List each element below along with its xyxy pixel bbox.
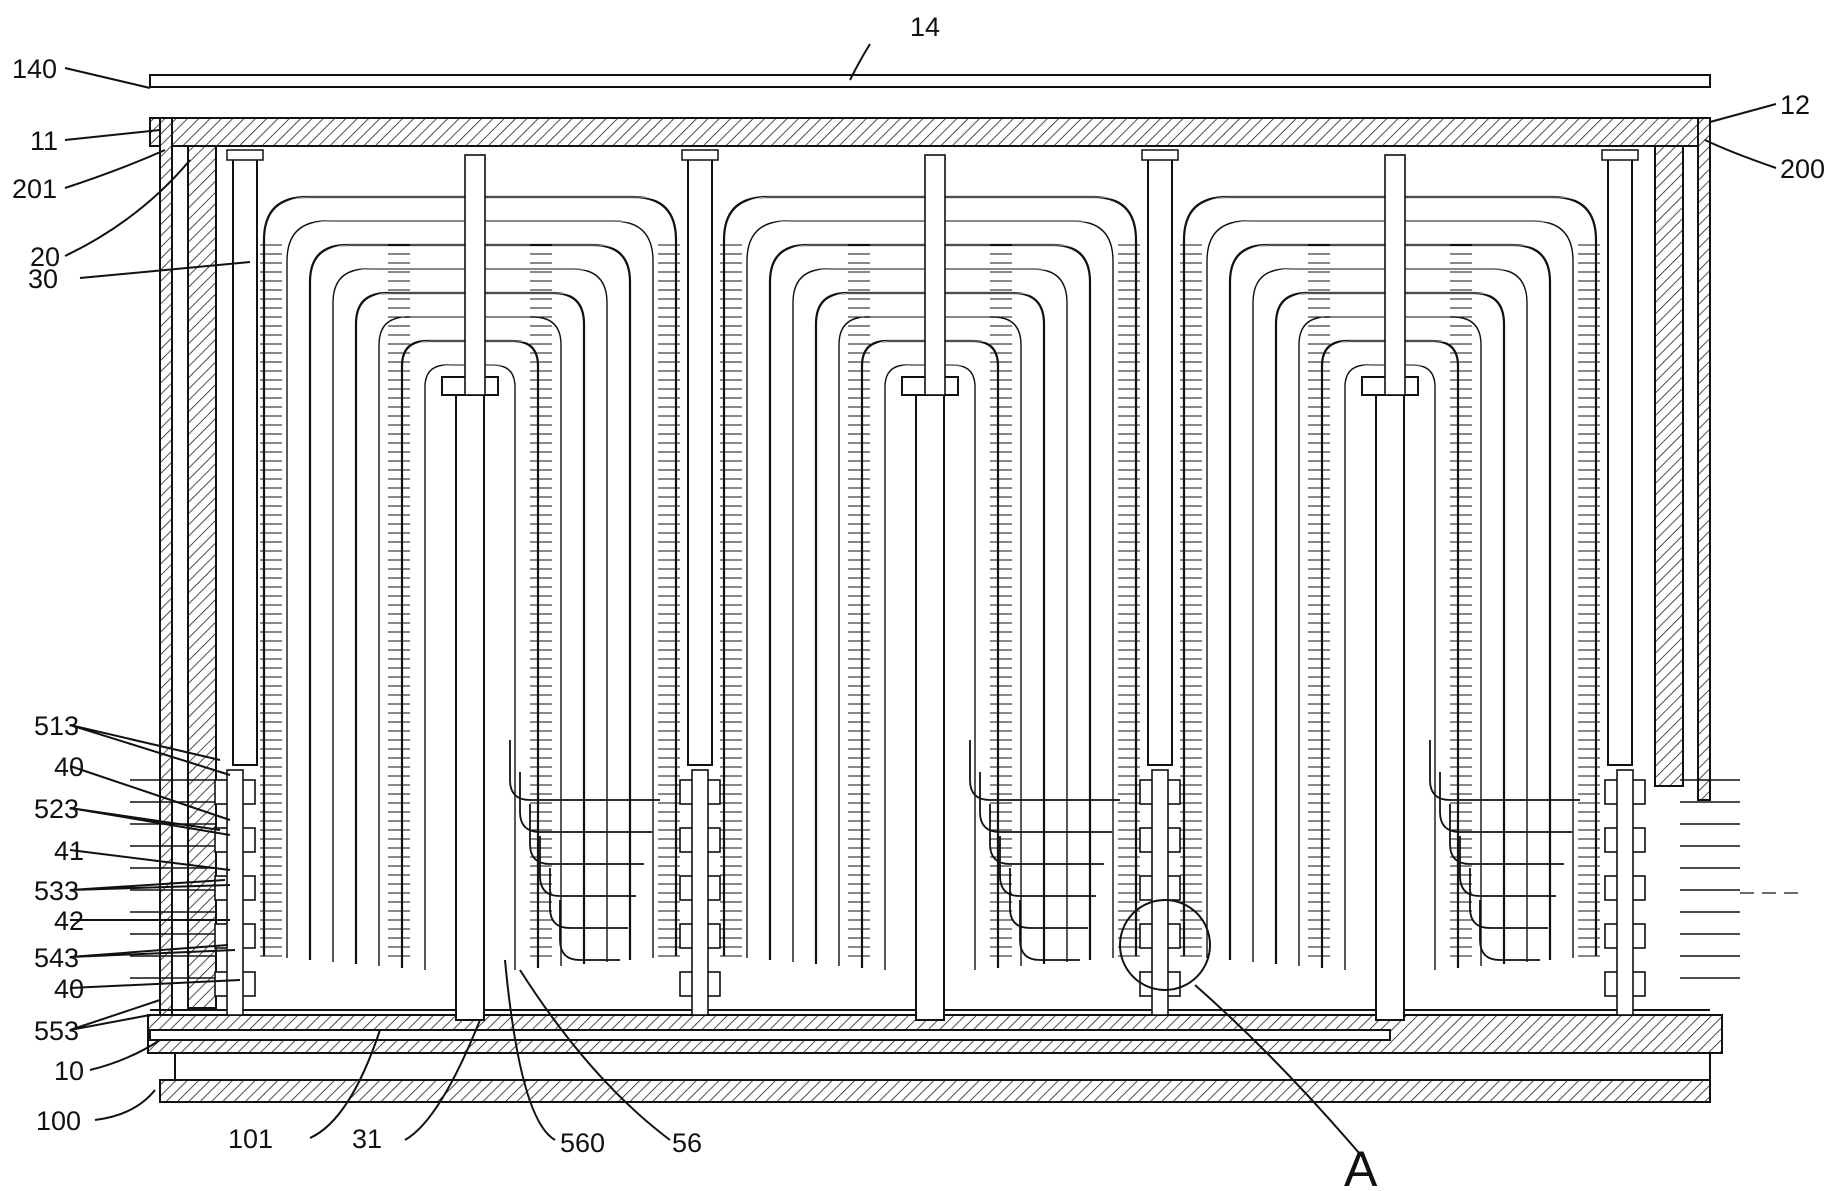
label-A: A (1344, 1141, 1378, 1191)
manifold-header-4 (1601, 149, 1639, 766)
label-20: 20 (30, 242, 60, 272)
label-30: 30 (28, 264, 58, 294)
top-cover-14 (149, 74, 1711, 88)
label-31: 31 (352, 1124, 382, 1154)
label-41: 41 (54, 836, 84, 866)
label-140: 140 (12, 54, 57, 84)
label-543: 543 (34, 943, 79, 973)
inner-right-wall (1654, 145, 1684, 787)
label-523: 523 (34, 794, 79, 824)
base-gap (174, 1052, 1711, 1081)
label-40-upper: 40 (54, 752, 84, 782)
label-100: 100 (36, 1106, 81, 1136)
leader-lines (64, 43, 1777, 1161)
base-100 (159, 1079, 1711, 1103)
label-14: 14 (910, 12, 940, 42)
label-560: 560 (560, 1128, 605, 1158)
manifold-header-1 (226, 149, 264, 766)
reference-labels: 14 140 11 201 20 30 12 200 513 40 523 41… (12, 12, 1825, 1191)
outlet-stubs (1680, 779, 1800, 979)
right-wall (1697, 117, 1711, 801)
label-553: 553 (34, 1016, 79, 1046)
coil-assembly (130, 149, 1646, 1021)
manifold-header-3 (1141, 149, 1179, 766)
top-wall (149, 117, 1711, 147)
label-11: 11 (30, 126, 58, 156)
label-56: 56 (672, 1128, 702, 1158)
label-12: 12 (1780, 90, 1810, 120)
label-40-lower: 40 (54, 974, 84, 1004)
label-533: 533 (34, 876, 79, 906)
inner-left-wall (187, 145, 217, 1009)
label-513: 513 (34, 711, 79, 741)
label-42: 42 (54, 906, 84, 936)
label-10: 10 (54, 1056, 84, 1086)
label-101: 101 (228, 1124, 273, 1154)
manifold-header-2 (681, 149, 719, 766)
distributor-tube (455, 394, 485, 1021)
distributor-tube (1375, 394, 1405, 1021)
distributor-tube (915, 394, 945, 1021)
label-201: 201 (12, 174, 57, 204)
label-200: 200 (1780, 154, 1825, 184)
bottom-plate-101 (149, 1029, 1391, 1041)
